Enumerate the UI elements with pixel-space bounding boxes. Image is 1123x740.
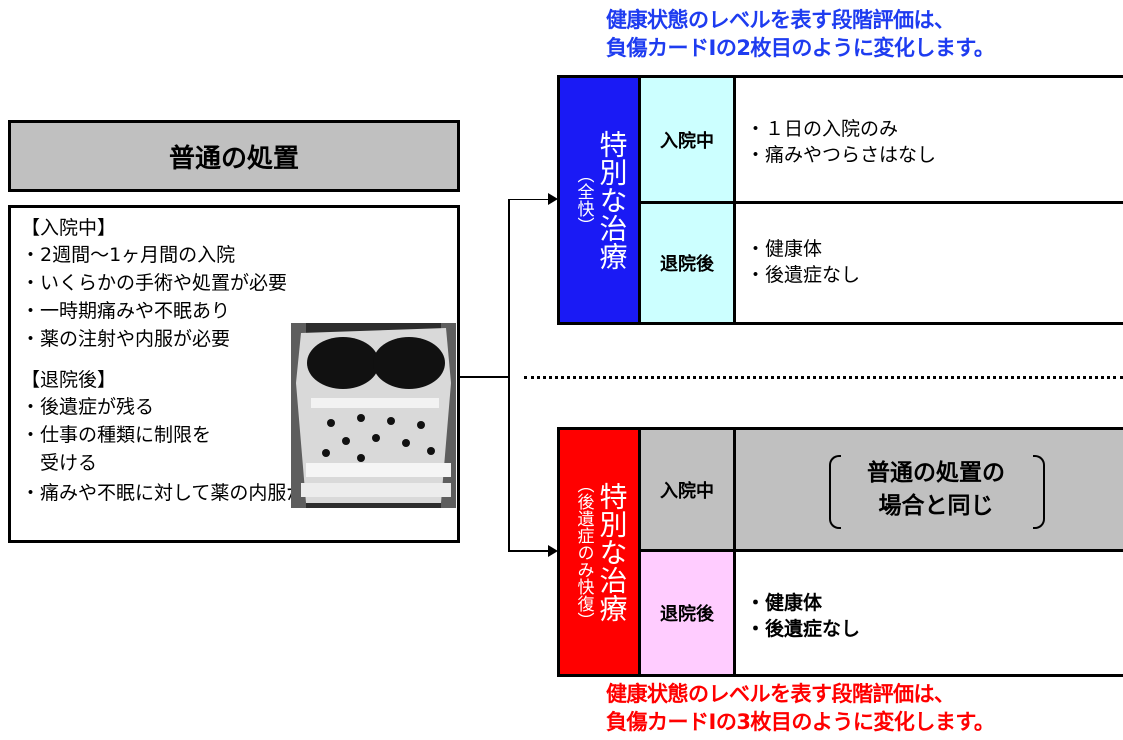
same-as-ordinary-line2: 場合と同じ — [878, 493, 994, 519]
divider — [638, 78, 641, 322]
same-as-ordinary-text: 普通の処置の 場合と同じ — [839, 457, 1033, 523]
after-heading: 【退院後】 — [21, 369, 117, 391]
special-full-subtitle: （全快） — [573, 166, 594, 234]
arrow-right-icon — [548, 193, 558, 205]
divider — [638, 430, 641, 674]
divider — [641, 549, 1123, 552]
row-label: 入院中 — [641, 78, 733, 201]
detail-item: ・痛みやつらさはなし — [746, 144, 937, 166]
special-full-title: 特別な治療 — [595, 130, 629, 270]
top-caption: 健康状態のレベルを表す段階評価は、 負傷カードⅠの2枚目のように変化します。 — [606, 6, 995, 62]
detail-item: ・一時期痛みや不眠あり — [21, 300, 231, 322]
top-caption-line2: 負傷カードⅠの2枚目のように変化します。 — [606, 36, 995, 60]
bottom-caption-line2: 負傷カードⅠの3枚目のように変化します。 — [606, 710, 995, 734]
ordinary-title-text: 普通の処置 — [168, 143, 299, 174]
detail-item: ・後遺症なし — [746, 618, 861, 640]
detail-item: ・仕事の種類に制限を — [21, 424, 212, 446]
detail-item: 受ける — [21, 452, 98, 474]
special-partial-header: 特別な治療 （後遺症のみ快復） — [560, 430, 638, 674]
divider — [733, 430, 736, 674]
brace-illustration — [291, 323, 456, 508]
arrow-right-icon — [548, 545, 558, 557]
detail-item: ・2週間～1ヶ月間の入院 — [21, 244, 236, 266]
hospital-heading: 【入院中】 — [21, 217, 117, 239]
rib-brace-photo — [291, 323, 456, 508]
special-partial-table: 特別な治療 （後遺症のみ快復） 入院中 退院後 普通の処置の 場合と同じ ・健康… — [557, 427, 1123, 677]
special-partial-subtitle: （後遺症のみ快復） — [573, 475, 594, 629]
row-label: 退院後 — [641, 552, 733, 674]
row-label: 入院中 — [641, 430, 733, 549]
special-full-header: 特別な治療 （全快） — [560, 78, 638, 322]
row-label: 退院後 — [641, 204, 733, 322]
top-caption-line1: 健康状態のレベルを表す段階評価は、 — [606, 8, 955, 32]
detail-item: ・健康体 — [746, 592, 823, 614]
same-as-ordinary-cell: 普通の処置の 場合と同じ — [736, 430, 1123, 549]
dotted-separator — [524, 376, 1123, 379]
same-as-ordinary-line1: 普通の処置の — [867, 460, 1005, 486]
detail-item: ・後遺症が残る — [21, 396, 155, 418]
connector-top-branch — [508, 199, 550, 200]
bracket-right — [1033, 455, 1045, 529]
bottom-caption-line1: 健康状態のレベルを表す段階評価は、 — [606, 682, 955, 706]
special-full-table: 特別な治療 （全快） 入院中 退院後 ・１日の入院のみ ・痛みやつらさはなし ・… — [557, 75, 1123, 325]
connector-horizontal — [457, 376, 509, 378]
connector-vertical — [508, 199, 510, 551]
detail-item: ・いくらかの手術や処置が必要 — [21, 272, 288, 294]
detail-item: ・薬の注射や内服が必要 — [21, 328, 231, 350]
detail-item: ・痛みや不眠に対して薬の内服が必要 — [21, 482, 344, 504]
divider — [733, 78, 736, 322]
bottom-caption: 健康状態のレベルを表す段階評価は、 負傷カードⅠの3枚目のように変化します。 — [606, 680, 995, 736]
detail-item: ・健康体 — [746, 238, 823, 260]
connector-bottom-branch — [508, 550, 550, 552]
bracket-left — [829, 455, 841, 529]
ordinary-treatment-title: 普通の処置 — [8, 120, 460, 192]
special-partial-title: 特別な治療 — [595, 482, 629, 622]
divider — [641, 201, 1123, 204]
detail-item: ・１日の入院のみ — [746, 118, 899, 140]
detail-item: ・後遺症なし — [746, 264, 861, 286]
